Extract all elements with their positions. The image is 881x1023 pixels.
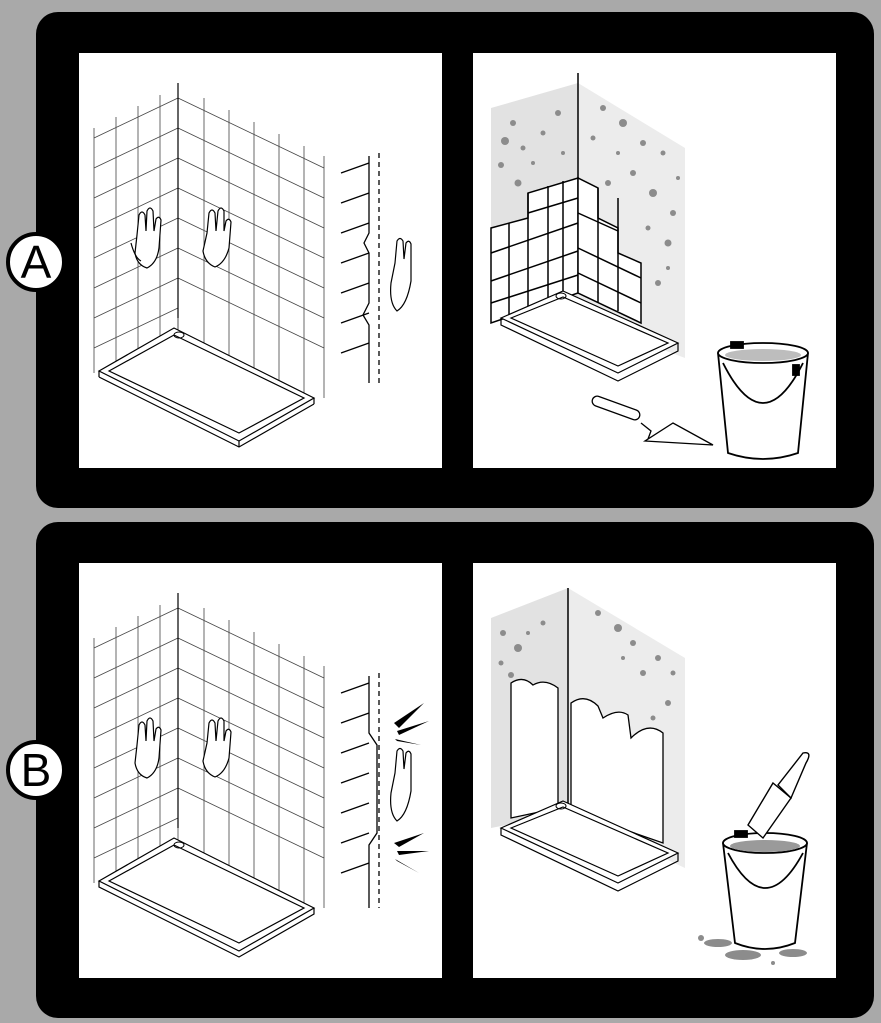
section-b-badge: B bbox=[6, 740, 66, 800]
bucket-icon bbox=[723, 831, 807, 949]
shower-tray bbox=[99, 838, 314, 957]
section-b-label: B bbox=[21, 747, 52, 793]
hand-icon bbox=[135, 718, 161, 778]
hand-icon bbox=[203, 208, 231, 267]
shower-tray bbox=[99, 328, 314, 447]
panel-b-left bbox=[79, 563, 442, 978]
panel-a-left bbox=[79, 53, 442, 468]
section-a-label: A bbox=[21, 239, 52, 285]
trowel-icon bbox=[591, 395, 713, 445]
hand-icon bbox=[391, 239, 411, 312]
hand-icon bbox=[203, 718, 231, 777]
tile-press-test-solid-illustration bbox=[79, 53, 442, 468]
remove-and-prime-wall-illustration bbox=[473, 563, 836, 978]
tile-press-test-hollow-illustration bbox=[79, 563, 442, 978]
retile-over-existing-illustration bbox=[473, 53, 836, 468]
panel-b-right bbox=[473, 563, 836, 978]
section-a-badge: A bbox=[6, 232, 66, 292]
panel-a-right bbox=[473, 53, 836, 468]
hand-icon bbox=[391, 749, 411, 822]
paint-brush-icon bbox=[748, 753, 809, 838]
wall-crack-section bbox=[341, 673, 379, 908]
bucket-icon bbox=[718, 342, 808, 459]
wall-crack-section bbox=[341, 153, 379, 383]
